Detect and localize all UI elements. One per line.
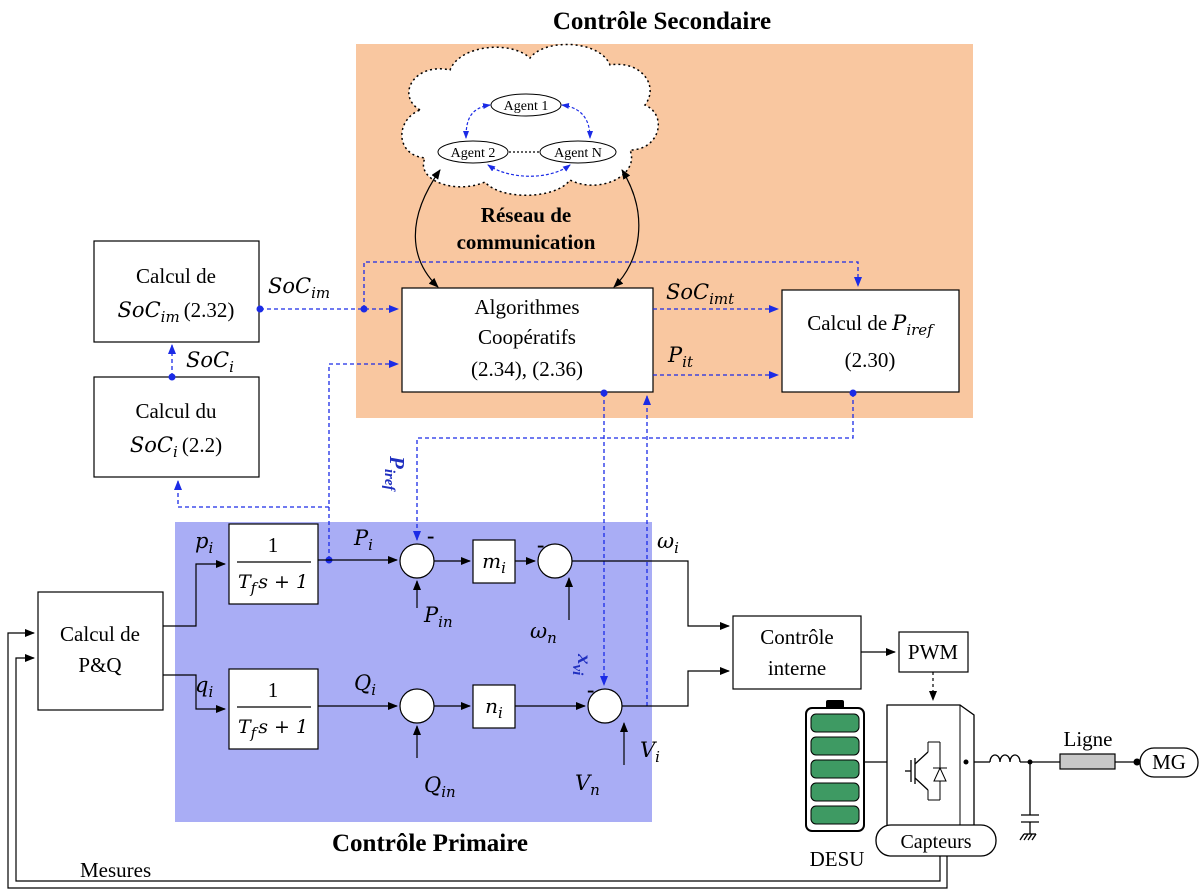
- signal-xvi-label: xvi: [569, 653, 597, 676]
- gain-m-block: [472, 539, 516, 584]
- signal-socim-label: SoCim: [268, 274, 330, 302]
- output-filter: [974, 754, 1135, 841]
- socim-to-piref: [363, 261, 862, 309]
- pi-to-algo: [328, 360, 399, 560]
- controle-interne-line1: Contrôle: [760, 625, 834, 649]
- pq-to-filter-q: [163, 674, 226, 713]
- mesures-line-1: [7, 629, 948, 889]
- signal-pi-lower-label: pi: [195, 529, 213, 557]
- algorithmes-block: [401, 287, 654, 393]
- calc-piref-ref: (2.30): [845, 348, 896, 372]
- network-label-line1: Réseau de: [481, 203, 571, 227]
- minus-p: -: [427, 523, 434, 548]
- signal-socimt-label: SoCimt: [666, 280, 735, 308]
- signal-vn-label: Vn: [575, 771, 600, 799]
- mesures-label: Mesures: [80, 858, 151, 882]
- dot-xvi: [600, 389, 608, 397]
- mesures-line-2: [15, 654, 941, 882]
- algorithmes-line3: (2.34), (2.36): [471, 357, 583, 381]
- pwm-label: PWM: [908, 640, 959, 664]
- calc-socim-line2: SoCim(2.32): [118, 298, 235, 326]
- desu-battery-icon: [805, 700, 865, 832]
- signal-qin-label: Qin: [424, 773, 456, 801]
- calc-soci-block: [93, 376, 260, 478]
- signal-vi-label: Vi: [640, 738, 660, 766]
- pq-to-filter-p: [163, 560, 226, 627]
- cloud-link-left: [414, 169, 441, 288]
- controle-interne-block: [732, 615, 862, 690]
- node-dot-cap: [1027, 759, 1033, 765]
- algorithmes-line1: Algorithmes: [475, 295, 580, 319]
- capteurs-block: [875, 824, 997, 857]
- signal-piref-label: Piref: [381, 455, 409, 492]
- filter-p-num: 1: [268, 533, 279, 557]
- signal-pi-upper-label: Pi: [353, 526, 373, 554]
- mg-label: MG: [1152, 750, 1186, 774]
- primary-control-title: Contrôle Primaire: [332, 830, 528, 857]
- sum-q: [399, 688, 435, 724]
- pi-to-soci: [174, 480, 329, 508]
- node-dot: [963, 759, 969, 765]
- piref-line: [413, 393, 854, 541]
- cloud-link-right: [613, 169, 640, 288]
- signal-qi-lower-label: qi: [195, 673, 213, 701]
- network-label-line2: communication: [457, 230, 596, 254]
- calc-socim-line1: Calcul de: [136, 264, 216, 288]
- mg-block: [1139, 747, 1199, 778]
- signal-pin-label: Pin: [423, 603, 453, 631]
- calc-soci-line1: Calcul du: [135, 399, 217, 423]
- sum-p: [399, 543, 435, 579]
- capteurs-label: Capteurs: [900, 831, 971, 853]
- calc-pq-line2: P&Q: [78, 653, 121, 677]
- mg-node: [1133, 758, 1141, 766]
- filter-q-num: 1: [268, 678, 279, 702]
- gain-n-label: ni: [485, 694, 503, 722]
- signal-pit-label: Pit: [667, 343, 694, 371]
- dot-socim: [256, 305, 264, 313]
- link-agent1-agentN: [561, 102, 593, 139]
- ligne-label: Ligne: [1064, 727, 1113, 751]
- agent-1-label: Agent 1: [504, 99, 549, 114]
- calc-piref-block: [781, 289, 960, 393]
- dot-soci: [168, 373, 176, 381]
- dot-piref: [849, 389, 857, 397]
- algorithmes-line2: Coopératifs: [478, 325, 576, 349]
- minus-v: -: [587, 677, 594, 702]
- gain-m-label: mi: [482, 549, 506, 577]
- communication-cloud: Agent 1 Agent 2 Agent N: [401, 43, 660, 196]
- signal-omega-i-label: ωi: [657, 529, 679, 557]
- minus-omega: -: [537, 532, 544, 557]
- secondary-control-title: Contrôle Secondaire: [553, 8, 771, 35]
- controle-interne-line2: interne: [768, 656, 826, 680]
- omega-to-ctrl: [572, 560, 730, 630]
- signal-soci-label: SoCi: [186, 348, 234, 376]
- calc-pq-line1: Calcul de: [60, 622, 140, 646]
- calc-soci-line2: SoCi(2.2): [130, 433, 222, 461]
- pwm-block: [898, 631, 969, 673]
- signal-omega-n-label: ωn: [530, 619, 557, 647]
- signal-qi-upper-label: Qi: [354, 671, 376, 699]
- agent-2-label: Agent 2: [451, 146, 496, 161]
- desu-label: DESU: [810, 847, 865, 871]
- ligne-icon: [1059, 753, 1116, 770]
- dot-socim-branch: [360, 305, 368, 313]
- v-to-ctrl: [622, 667, 730, 707]
- calc-socim-block: [93, 240, 260, 343]
- calc-pq-block: [37, 591, 164, 711]
- link-agent1-agent2: [463, 103, 491, 139]
- inverter-icon: [886, 704, 975, 841]
- agent-n-label: Agent N: [554, 146, 602, 161]
